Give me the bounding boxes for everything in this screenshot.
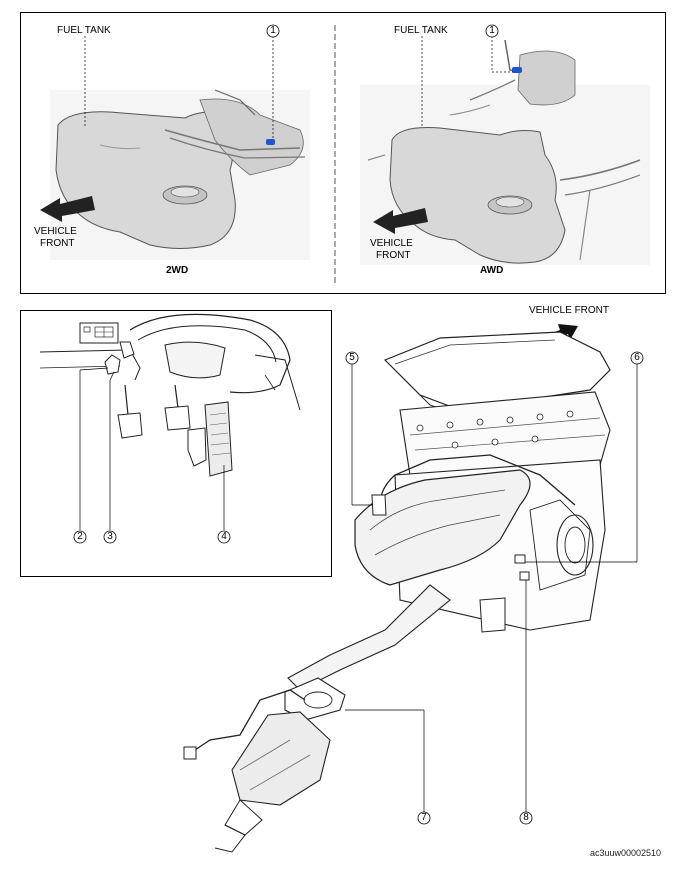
vehicle-front-2wd-line2: FRONT xyxy=(40,238,75,249)
fuse-box xyxy=(79,322,119,344)
callout-5: 5 xyxy=(349,352,355,363)
vehicle-front-2wd-line1: VEHICLE xyxy=(34,226,77,237)
callout-3-circle xyxy=(103,530,117,544)
callout-6-circle xyxy=(630,351,644,365)
callout-1-awd-circle xyxy=(485,24,499,38)
callout-1-2wd: 1 xyxy=(270,25,276,36)
vehicle-front-awd-line1: VEHICLE xyxy=(370,238,413,249)
fuel-tank-label-2wd: FUEL TANK xyxy=(57,25,111,36)
callout-7: 8 xyxy=(523,812,529,823)
callout-6: 6 xyxy=(634,352,640,363)
engine-cover xyxy=(383,331,611,411)
callout-2: 2 xyxy=(77,531,83,542)
connector-1-awd xyxy=(512,67,522,73)
callout-8: 7 xyxy=(421,812,427,823)
caption-awd: AWD xyxy=(480,265,504,276)
rear-oxygen-sensor-connector xyxy=(183,746,197,760)
connector-1-2wd xyxy=(266,139,275,145)
accelerator-pedal xyxy=(204,401,233,477)
callout-5-circle xyxy=(345,351,359,365)
callout-8-circle xyxy=(417,811,431,825)
fuel-tank-2wd-drawing xyxy=(40,36,310,260)
connector-2 xyxy=(104,354,121,375)
brake-pedal xyxy=(164,405,191,431)
callout-7-circle xyxy=(519,811,533,825)
fuel-tank-label-awd: FUEL TANK xyxy=(394,25,448,36)
clutch-pedal xyxy=(117,412,143,439)
vehicle-front-engine-label: VEHICLE FRONT xyxy=(529,305,610,316)
pedal-illustration xyxy=(39,313,301,544)
fuel-tank-awd-drawing xyxy=(360,36,650,265)
reference-code: ac3uuw00002510 xyxy=(590,848,662,858)
front-oxygen-sensor xyxy=(371,494,387,516)
callout-4: 4 xyxy=(221,531,227,542)
vehicle-front-arrow-awd xyxy=(373,208,428,234)
caption-2wd: 2WD xyxy=(166,265,189,276)
callout-4-circle xyxy=(217,530,231,544)
callout-1-2wd-circle xyxy=(266,24,280,38)
connector-6 xyxy=(514,554,526,564)
exhaust-pipe xyxy=(287,584,451,691)
callout-2-circle xyxy=(73,530,87,544)
engine-illustration xyxy=(183,324,644,853)
callout-3: 3 xyxy=(107,531,113,542)
catalytic-converter xyxy=(231,711,331,806)
connector-7 xyxy=(519,571,530,581)
fuel-tank-illustrations xyxy=(40,24,650,285)
exhaust-manifold xyxy=(354,469,531,586)
vehicle-front-arrow-2wd xyxy=(40,196,95,222)
vehicle-front-awd-line2: FRONT xyxy=(376,250,411,261)
connector-3 xyxy=(119,341,135,359)
callout-1-awd: 1 xyxy=(489,25,495,36)
